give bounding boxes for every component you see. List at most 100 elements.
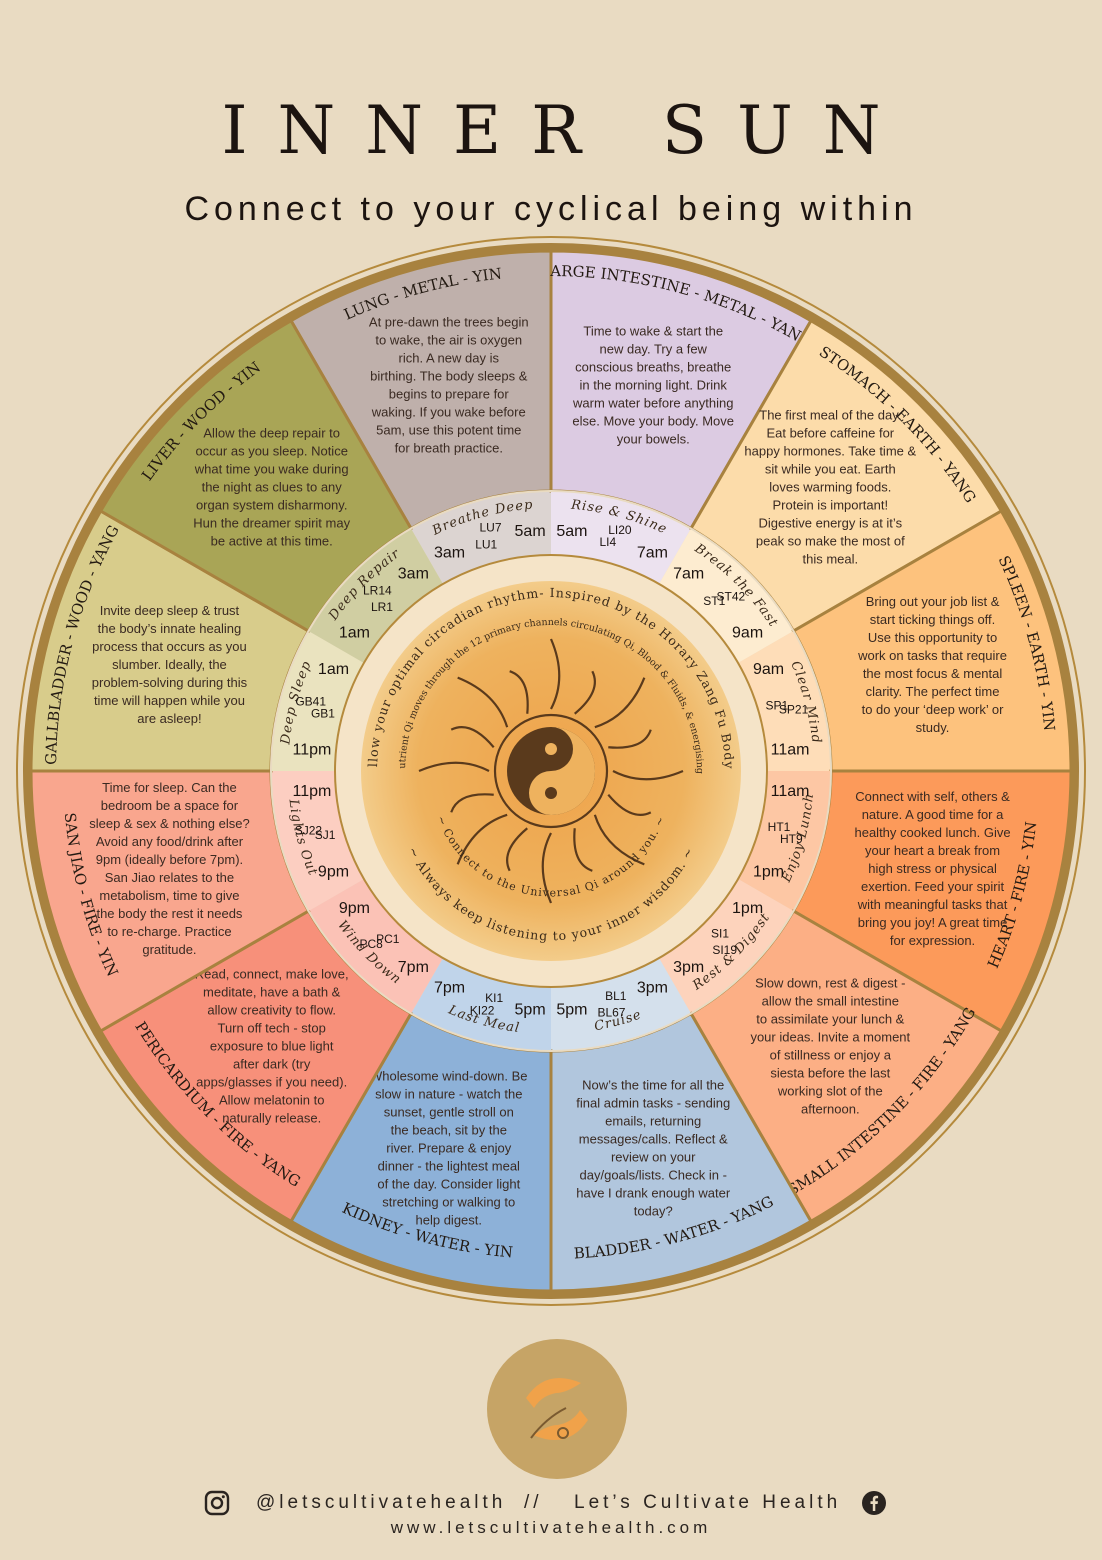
- page-title: INNER SUN: [221, 92, 911, 169]
- point-b-bladder: BL67: [597, 1006, 625, 1020]
- time-end-lung: 5am: [515, 523, 546, 540]
- point-a-liver: LR1: [371, 600, 393, 614]
- description-small-intestine: Slow down, rest & digest -allow the smal…: [750, 975, 910, 1116]
- sun-ray: [593, 814, 645, 866]
- point-a-spleen: SP1: [766, 698, 789, 712]
- segment-inner-pericardium: [308, 879, 443, 1014]
- inner-band-border: [270, 490, 832, 1052]
- footer-separator: //: [524, 1492, 543, 1513]
- point-a-small-intestine: SI1: [711, 926, 729, 940]
- time-end-bladder: 5pm: [556, 1001, 587, 1018]
- segment-inner-san-jiao: [271, 771, 364, 911]
- segment-inner-heart: [738, 771, 831, 911]
- point-b-san-jiao: SJ22: [295, 824, 323, 838]
- sun-ray: [607, 794, 652, 816]
- segment-inner-small-intestine: [659, 879, 794, 1014]
- time-end-pericardium: 9pm: [339, 900, 370, 917]
- time-end-small-intestine: 3pm: [673, 959, 704, 976]
- point-a-lung: LU1: [475, 537, 497, 551]
- sun-ray: [549, 638, 561, 710]
- time-start-pericardium: 7pm: [398, 959, 429, 976]
- sun-ray: [608, 729, 652, 749]
- point-a-stomach: ST1: [703, 594, 725, 608]
- yin-yang-icon: [507, 727, 595, 815]
- point-b-heart: HT9: [780, 832, 803, 846]
- page-subtitle: Connect to your cyclical being within: [184, 190, 918, 228]
- time-start-small-intestine: 1pm: [732, 900, 763, 917]
- sun-ray: [457, 676, 509, 728]
- sun-ray: [506, 827, 528, 872]
- segment-inner-spleen: [738, 631, 831, 771]
- point-b-kidney: KI22: [470, 1003, 495, 1017]
- point-a-kidney: KI1: [485, 991, 503, 1005]
- sun-ray: [573, 828, 593, 872]
- point-b-liver: LR14: [363, 583, 392, 597]
- time-start-liver: 1am: [339, 625, 370, 642]
- segment-inner-stomach: [659, 528, 794, 663]
- point-b-large-intestine: LI20: [608, 523, 632, 537]
- sun-ray: [541, 832, 553, 904]
- brand-name: Let’s Cultivate Health: [574, 1492, 842, 1513]
- sun-core-ring: [493, 713, 609, 829]
- wheel-outer-rim: [23, 243, 1079, 1299]
- sun-ray: [612, 769, 684, 781]
- segment-inner-lung: [411, 491, 551, 584]
- description-heart: Connect with self, others &nature. A goo…: [854, 789, 1010, 948]
- segment-inner-large-intestine: [551, 491, 691, 584]
- sun-ray: [450, 793, 494, 813]
- segment-inner-gallbladder: [271, 631, 364, 771]
- point-b-gallbladder: GB41: [295, 694, 326, 708]
- instagram-icon[interactable]: [204, 1490, 230, 1516]
- point-a-bladder: BL1: [605, 989, 627, 1003]
- time-start-large-intestine: 5am: [556, 523, 587, 540]
- sun-ray: [418, 761, 490, 773]
- time-start-gallbladder: 11pm: [292, 741, 331, 758]
- time-start-san-jiao: 9pm: [318, 864, 349, 881]
- point-b-small-intestine: SI19: [712, 943, 737, 957]
- time-start-stomach: 7am: [673, 566, 704, 583]
- time-start-heart: 11am: [771, 783, 810, 800]
- time-start-kidney: 5pm: [515, 1001, 546, 1018]
- point-a-gallbladder: GB1: [311, 706, 335, 720]
- time-end-liver: 3am: [398, 566, 429, 583]
- sun-ray: [456, 813, 508, 865]
- time-start-spleen: 9am: [753, 661, 784, 678]
- sun-ray: [574, 670, 596, 715]
- point-b-lung: LU7: [480, 521, 502, 535]
- description-stomach: The first meal of the day.Eat before caf…: [744, 408, 916, 567]
- time-end-heart: 1pm: [753, 864, 784, 881]
- facebook-icon[interactable]: [862, 1491, 886, 1515]
- time-end-kidney: 7pm: [434, 980, 465, 997]
- website-url[interactable]: www.letscultivatehealth.com: [390, 1518, 712, 1537]
- time-start-bladder: 3pm: [637, 980, 668, 997]
- point-a-large-intestine: LI4: [600, 535, 617, 549]
- segment-bladder: BLADDER - WATER - YANGCruise3pm5pmBL1BL6…: [549, 958, 814, 1293]
- description-spleen: Bring out your job list &start ticking t…: [857, 594, 1007, 735]
- segment-inner-liver: [308, 528, 443, 663]
- point-b-pericardium: PC8: [359, 937, 383, 951]
- time-end-large-intestine: 7am: [637, 545, 668, 562]
- point-b-stomach: ST42: [716, 590, 745, 604]
- description-pericardium: Read, connect, make love,meditate, have …: [195, 966, 349, 1125]
- wheel-outer-ring: [16, 236, 1086, 1306]
- sun-ray: [594, 677, 646, 729]
- instagram-handle[interactable]: @letscultivatehealth: [256, 1492, 507, 1513]
- sun-ray: [509, 670, 529, 714]
- time-end-gallbladder: 1am: [318, 661, 349, 678]
- time-end-san-jiao: 11pm: [292, 783, 331, 800]
- point-a-heart: HT1: [768, 820, 791, 834]
- segment-inner-bladder: [551, 958, 691, 1051]
- hands-logo-icon: [487, 1339, 627, 1479]
